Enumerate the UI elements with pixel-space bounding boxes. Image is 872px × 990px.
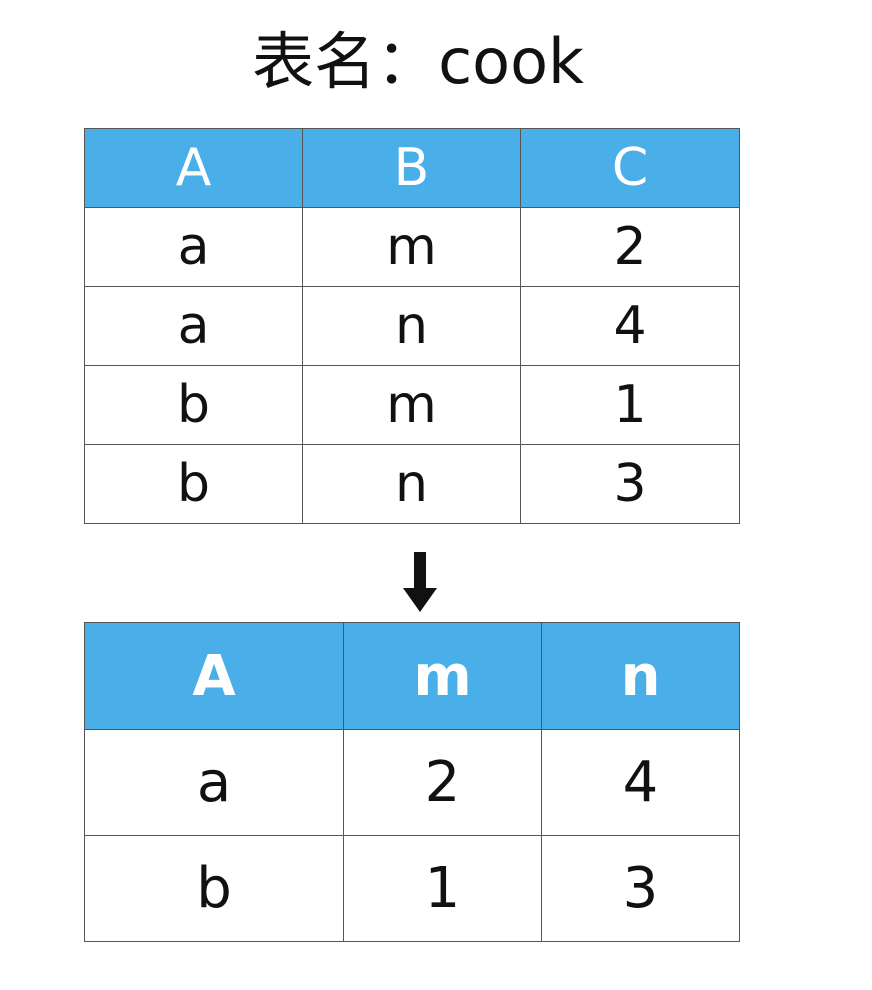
table-row: a 2 4 bbox=[84, 729, 740, 836]
source-header-cell: A bbox=[84, 128, 303, 208]
table-cell: a bbox=[84, 729, 344, 836]
table-cell: b bbox=[84, 365, 303, 445]
table-row: b 1 3 bbox=[84, 835, 740, 942]
source-header-cell: C bbox=[520, 128, 740, 208]
table-cell: a bbox=[84, 207, 303, 287]
result-header-cell: A bbox=[84, 622, 344, 730]
result-header-row: A m n bbox=[84, 622, 740, 730]
table-cell: m bbox=[302, 207, 521, 287]
table-cell: 3 bbox=[520, 444, 740, 524]
source-header-row: A B C bbox=[84, 128, 740, 208]
table-cell: 3 bbox=[541, 835, 740, 942]
table-row: b n 3 bbox=[84, 444, 740, 524]
table-row: a n 4 bbox=[84, 286, 740, 366]
table-cell: m bbox=[302, 365, 521, 445]
table-cell: n bbox=[302, 286, 521, 366]
table-cell: b bbox=[84, 835, 344, 942]
table-cell: 4 bbox=[520, 286, 740, 366]
result-table: A m n a 2 4 b 1 3 bbox=[84, 622, 740, 942]
result-header-cell: m bbox=[343, 622, 542, 730]
table-cell: 2 bbox=[343, 729, 542, 836]
table-cell: 1 bbox=[520, 365, 740, 445]
table-cell: a bbox=[84, 286, 303, 366]
arrow-down-icon bbox=[403, 552, 437, 612]
table-cell: n bbox=[302, 444, 521, 524]
table-row: b m 1 bbox=[84, 365, 740, 445]
table-cell: 1 bbox=[343, 835, 542, 942]
page-title: 表名：cook bbox=[252, 25, 584, 98]
source-header-cell: B bbox=[302, 128, 521, 208]
source-table: A B C a m 2 a n 4 b m 1 b n 3 bbox=[84, 128, 740, 524]
table-row: a m 2 bbox=[84, 207, 740, 287]
table-cell: b bbox=[84, 444, 303, 524]
table-cell: 2 bbox=[520, 207, 740, 287]
table-cell: 4 bbox=[541, 729, 740, 836]
result-header-cell: n bbox=[541, 622, 740, 730]
